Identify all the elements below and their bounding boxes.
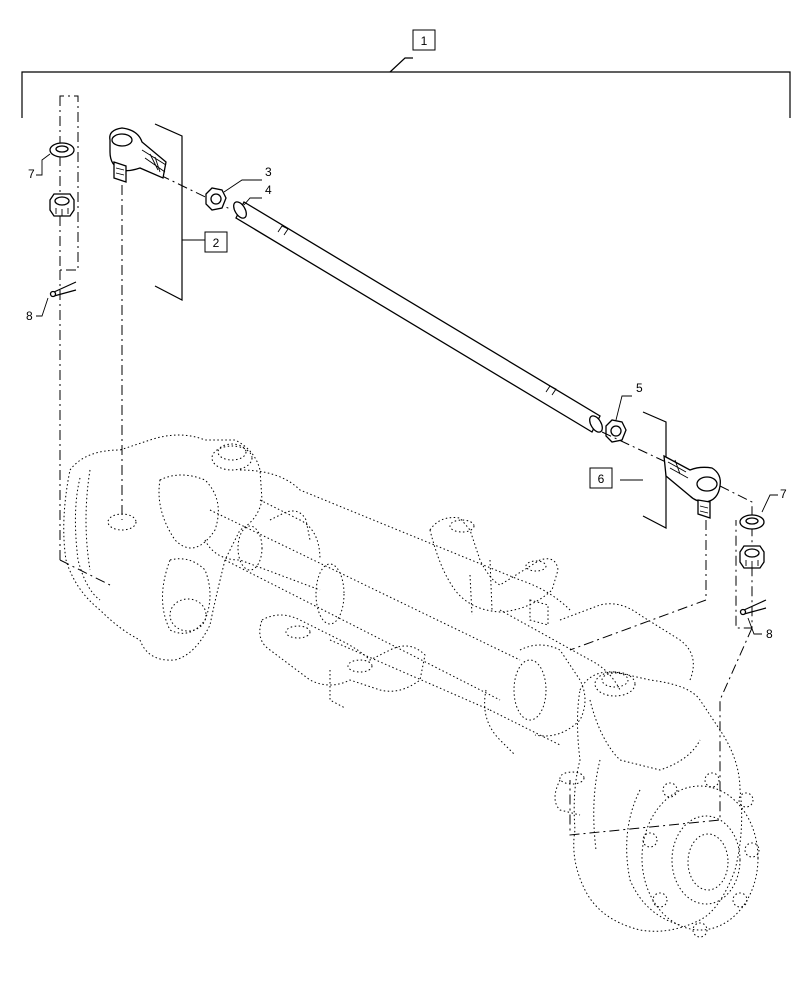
cotter-pin-right — [739, 599, 767, 616]
tie-rod-end-left — [109, 127, 167, 183]
callout-6[interactable]: 6 — [589, 467, 613, 489]
callout-3[interactable]: 3 — [265, 165, 272, 179]
nut-item-3 — [205, 187, 227, 211]
callout-1[interactable]: 1 — [412, 29, 436, 51]
washer-right — [739, 514, 765, 530]
callout-2-label: 2 — [213, 236, 220, 250]
callout-5[interactable]: 5 — [636, 381, 643, 395]
bracket-item-2 — [154, 123, 205, 301]
callout-6-label: 6 — [598, 472, 605, 486]
tie-rod-end-right — [663, 454, 721, 519]
bracket-item-6 — [620, 411, 667, 529]
right-dash-lines — [569, 485, 753, 836]
callout-2[interactable]: 2 — [204, 231, 228, 253]
axle-housing — [63, 434, 760, 938]
callout-4[interactable]: 4 — [265, 183, 272, 197]
callout-8-left[interactable]: 8 — [26, 309, 33, 323]
callout-7-left[interactable]: 7 — [28, 167, 35, 181]
callout-7-right[interactable]: 7 — [780, 487, 787, 501]
castle-nut-left — [49, 193, 75, 217]
tie-rod-tube — [233, 201, 603, 433]
callout-8-right[interactable]: 8 — [766, 627, 773, 641]
washer-left — [49, 142, 75, 158]
castle-nut-right — [739, 545, 765, 569]
callout-1-label: 1 — [421, 34, 428, 48]
nut-item-5 — [605, 419, 627, 443]
cotter-pin-left — [49, 281, 77, 298]
assembly-bracket — [21, 57, 791, 118]
